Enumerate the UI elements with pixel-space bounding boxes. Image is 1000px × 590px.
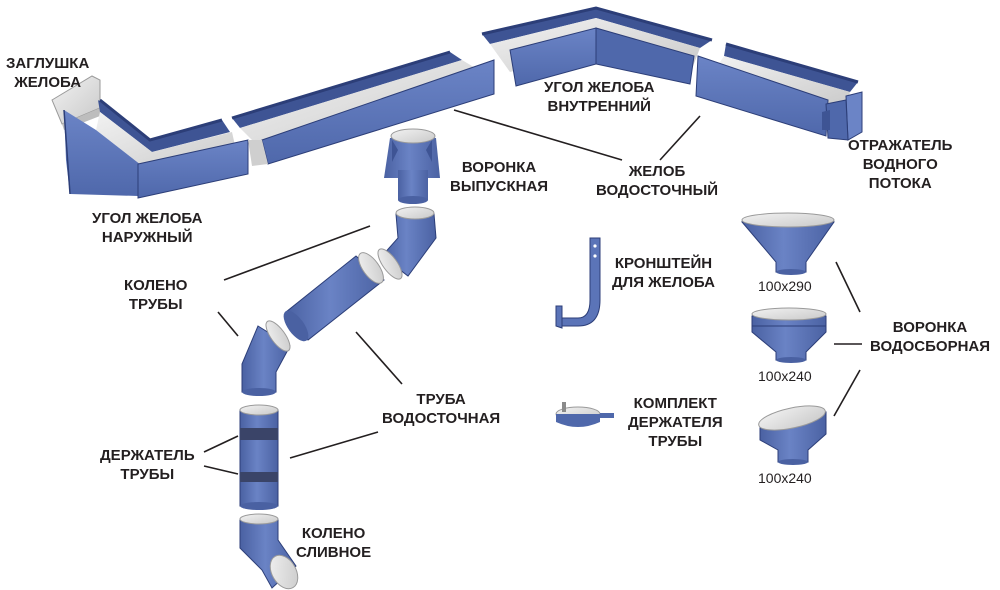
collector-funnel-1 — [740, 212, 835, 275]
size-label-funnel-2: 100x240 — [758, 368, 812, 384]
deflector — [822, 91, 863, 141]
pipe-elbow-lower — [241, 320, 291, 396]
downpipe-diagonal — [283, 252, 385, 342]
drain-elbow — [239, 513, 299, 590]
pipe-holder-band-bottom — [240, 472, 278, 482]
pipe-holder-kit — [555, 402, 614, 427]
collector-funnel-2 — [751, 307, 827, 363]
pipe-elbow-upper — [377, 206, 437, 280]
gutter-right — [695, 42, 859, 137]
leader-lines — [203, 109, 862, 475]
gutter-straight — [231, 50, 495, 166]
pipe-holder-band-top — [240, 428, 278, 440]
outer-corner-gutter — [63, 98, 249, 199]
inner-corner-gutter — [481, 6, 713, 87]
collector-funnel-3 — [758, 405, 827, 465]
gutter-bracket — [555, 237, 601, 329]
outlet-funnel — [384, 128, 440, 204]
size-label-funnel-1: 100x290 — [758, 278, 812, 294]
downpipe-vertical — [239, 404, 279, 510]
size-label-funnel-3: 100x240 — [758, 470, 812, 486]
